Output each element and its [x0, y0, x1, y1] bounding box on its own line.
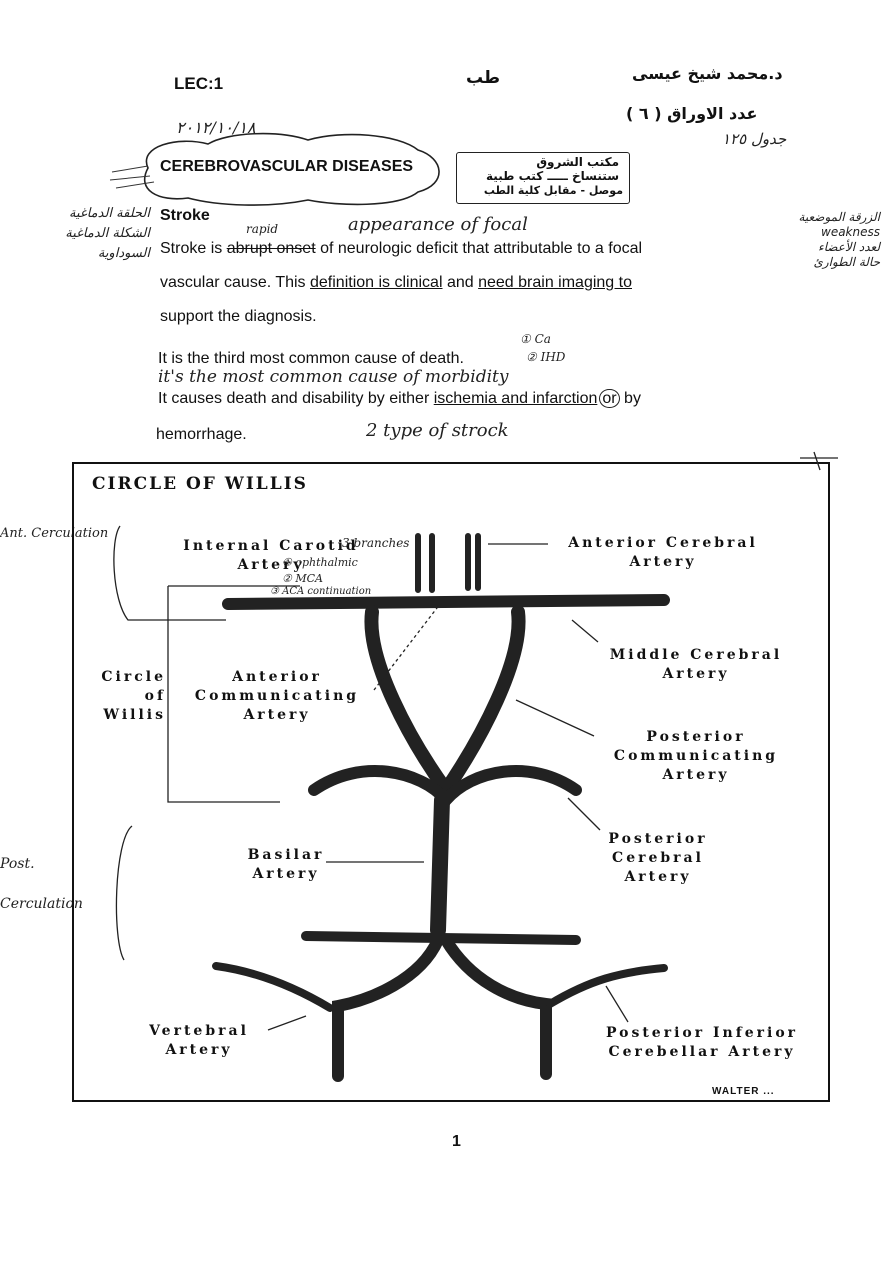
handwritten-note: 2 type of strock — [366, 420, 509, 441]
handwritten-note: ① Ca — [520, 332, 551, 346]
page-count: عدد الاوراق ( ٦ ) — [626, 104, 758, 123]
stamp-line: موصل - مقابل كلية الطب — [483, 184, 623, 197]
left-margin-note: الحلقة الدماغية الشكلة الدماغية السوداوي… — [65, 206, 150, 261]
doctor-name: د.محمد شيخ عيسى — [632, 64, 783, 83]
lecture-number: LEC:1 — [174, 74, 224, 93]
right-margin-note: الزرقة الموضعية weakness لعدد الأعضاء حا… — [798, 210, 880, 269]
text-line: vascular cause. This definition is clini… — [160, 274, 632, 291]
handwritten-note: rapid — [246, 222, 279, 236]
bracket-icon — [167, 585, 300, 803]
text-line: hemorrhage. — [156, 426, 247, 443]
handwritten-date: ٢٠١٢/١٠/١٨ — [176, 118, 256, 137]
vertebral-vessel — [440, 934, 552, 1080]
handwritten-note: Post. Cerculation — [0, 856, 83, 912]
handwritten-note: it's the most common cause of morbidity — [158, 367, 509, 387]
artist-signature: WALTER ... — [712, 1086, 775, 1097]
corner-mark-icon — [800, 451, 838, 471]
title-cloud-icon — [109, 132, 440, 206]
vertebral-vessel — [332, 934, 444, 1082]
arrow-icon — [567, 797, 601, 831]
handwritten-note: Ant. Cerculation — [0, 526, 109, 541]
text-line: Stroke is abrupt onset of neurologic def… — [160, 240, 643, 257]
page-title: CEREBROVASCULAR DISEASES — [160, 158, 414, 175]
pica-vessel — [546, 964, 668, 1008]
ica-vessel — [415, 533, 435, 593]
arrow-icon — [605, 985, 629, 1023]
text-line: It is the third most common cause of dea… — [158, 350, 464, 367]
handwritten-note: 3 branches — [342, 536, 410, 550]
section-heading: Stroke — [160, 207, 210, 224]
handwritten-note: ① ophthalmic — [282, 556, 358, 569]
aca-vessel — [465, 533, 481, 591]
diagram-title: CIRCLE OF WILLIS — [92, 474, 308, 494]
arrow-icon — [373, 603, 441, 691]
arrow-icon — [267, 1015, 307, 1031]
circle-vessel — [364, 605, 526, 803]
arrow-icon — [515, 699, 595, 737]
handwritten-note: ③ ACA continuation — [270, 586, 372, 597]
pica-vessel — [212, 962, 334, 1012]
text-line: It causes death and disability by either… — [158, 389, 641, 408]
handwritten-note: ② MCA — [282, 572, 323, 585]
page-number: 1 — [452, 1133, 461, 1150]
handwritten-note: ② IHD — [526, 350, 566, 364]
diagram-frame — [72, 462, 830, 1102]
bracket-icon — [115, 825, 133, 961]
basilar-vessel — [430, 792, 450, 938]
stamp-line: مكتب الشروق — [536, 155, 619, 169]
arrow-icon — [571, 619, 599, 643]
table-note: جدول ١٢٥ — [722, 130, 787, 148]
text-line: support the diagnosis. — [160, 308, 317, 325]
library-stamp: مكتب الشروق ستنساخ ـــــ كتب طبية موصل -… — [456, 152, 630, 204]
stamp-line: ستنساخ ـــــ كتب طبية — [486, 169, 619, 183]
bracket-icon — [113, 525, 226, 621]
handwritten-note: appearance of focal — [348, 214, 528, 235]
mca-vessel — [222, 594, 670, 610]
subject-label: طب — [466, 68, 501, 88]
